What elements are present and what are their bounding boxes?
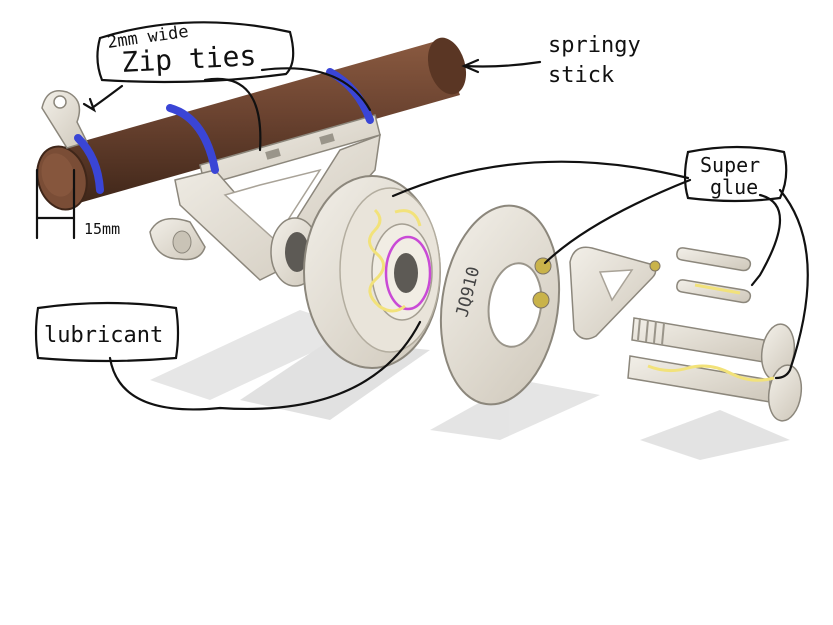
lubricant-label: lubricant <box>44 323 163 348</box>
annotation-lines <box>34 21 809 411</box>
dimension-label: 15mm <box>84 220 120 238</box>
super-glue-label-bottom: glue <box>710 175 758 199</box>
super-glue-label-top: Super <box>700 153 760 177</box>
zip-ties-label-bottom: Zip ties <box>121 39 257 79</box>
zip-ties <box>74 68 374 194</box>
pulley-wheel <box>303 175 441 369</box>
springy-stick-label-bottom: stick <box>548 63 614 88</box>
washer: JQ910 <box>439 204 561 406</box>
ground-shadows <box>150 310 790 460</box>
shoulder-bolts <box>627 317 803 422</box>
short-pins <box>676 247 752 304</box>
springy-stick <box>36 37 467 211</box>
springy-stick-label-top: springy <box>548 33 641 58</box>
bracket-clip <box>569 246 661 340</box>
